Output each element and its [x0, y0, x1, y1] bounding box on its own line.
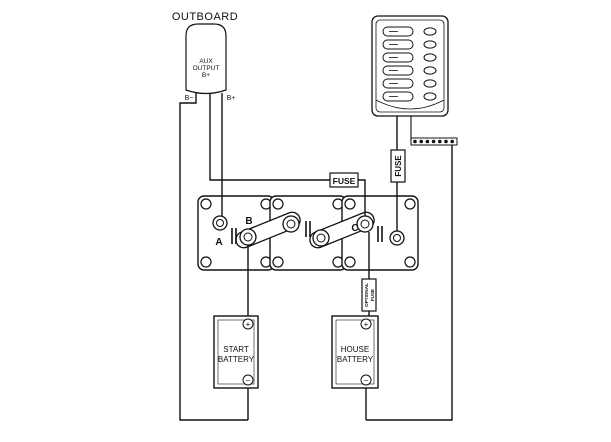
- start-battery-negative-terminal: [242, 374, 254, 386]
- bus-bar-screw: [438, 139, 442, 144]
- house-battery-minus-symbol: −: [364, 376, 369, 385]
- bus-bar-screw: [419, 139, 424, 144]
- terminal-c-label: C: [351, 223, 358, 234]
- house-battery-negative-terminal: [360, 374, 372, 386]
- ground-wire-outboard: [179, 93, 248, 421]
- bus-bar-screw: [431, 139, 436, 144]
- house-battery-positive-terminal: [360, 318, 372, 330]
- optional-fuse: [361, 278, 377, 312]
- ground-wire-bus-bar: [366, 145, 453, 421]
- bus-bar-screw: [413, 139, 417, 144]
- bus-bar-screw: [425, 139, 430, 144]
- wire-fuse-to-terminal-c: [358, 179, 366, 216]
- terminal-b-stud: [239, 228, 257, 246]
- panel-indicator-light: [423, 53, 437, 62]
- panel-indicator-light: [423, 66, 437, 75]
- panel-fuse: [390, 149, 406, 183]
- panel-indicator-light: [423, 40, 437, 49]
- aux-output-label-3: B+: [202, 72, 210, 79]
- outboard-title: OUTBOARD: [172, 11, 238, 23]
- bus-bar: [410, 137, 458, 146]
- panel-fuse-label: FUSE: [394, 155, 403, 177]
- aux-output-label-2: OUTPUT: [193, 65, 220, 72]
- house-battery-label-1: HOUSE: [341, 345, 369, 354]
- panel-indicator-light: [423, 92, 437, 101]
- terminal-a-stud: [212, 215, 228, 231]
- house-battery-label-2: BATTERY: [337, 355, 374, 364]
- optional-fuse-label-2: FUSE: [370, 289, 375, 301]
- panel-switches: [382, 26, 437, 102]
- outboard-positive-label: B+: [227, 95, 236, 102]
- start-battery-plus-symbol: +: [246, 320, 251, 329]
- center-stud-left: [282, 215, 300, 233]
- panel-indicator-light: [423, 27, 437, 36]
- start-battery-positive-terminal: [242, 318, 254, 330]
- terminal-a-label: A: [215, 237, 222, 248]
- start-battery-label-1: START: [223, 345, 249, 354]
- start-battery-minus-symbol: −: [246, 376, 251, 385]
- house-battery: [331, 315, 379, 389]
- main-fuse: [329, 172, 359, 188]
- divider-ticks: [231, 221, 383, 244]
- panel-feed-stud: [389, 230, 405, 246]
- panel-indicator-light: [423, 79, 437, 88]
- bus-bar-screw: [450, 139, 455, 144]
- main-fuse-label: FUSE: [333, 176, 356, 186]
- terminal-c-stud: [356, 215, 374, 233]
- outboard-negative-label: B−: [185, 95, 194, 102]
- house-battery-plus-symbol: +: [364, 320, 369, 329]
- center-stud-right: [312, 229, 330, 247]
- outboard-body: [185, 23, 227, 95]
- wire-aux-output-to-fuse: [209, 93, 330, 181]
- optional-fuse-label-1: OPTIONAL: [364, 283, 369, 307]
- terminal-b-label: B: [245, 216, 252, 227]
- bus-bar-screw: [444, 139, 448, 144]
- start-battery-label-2: BATTERY: [218, 355, 255, 364]
- aux-output-label-1: AUX: [199, 58, 213, 65]
